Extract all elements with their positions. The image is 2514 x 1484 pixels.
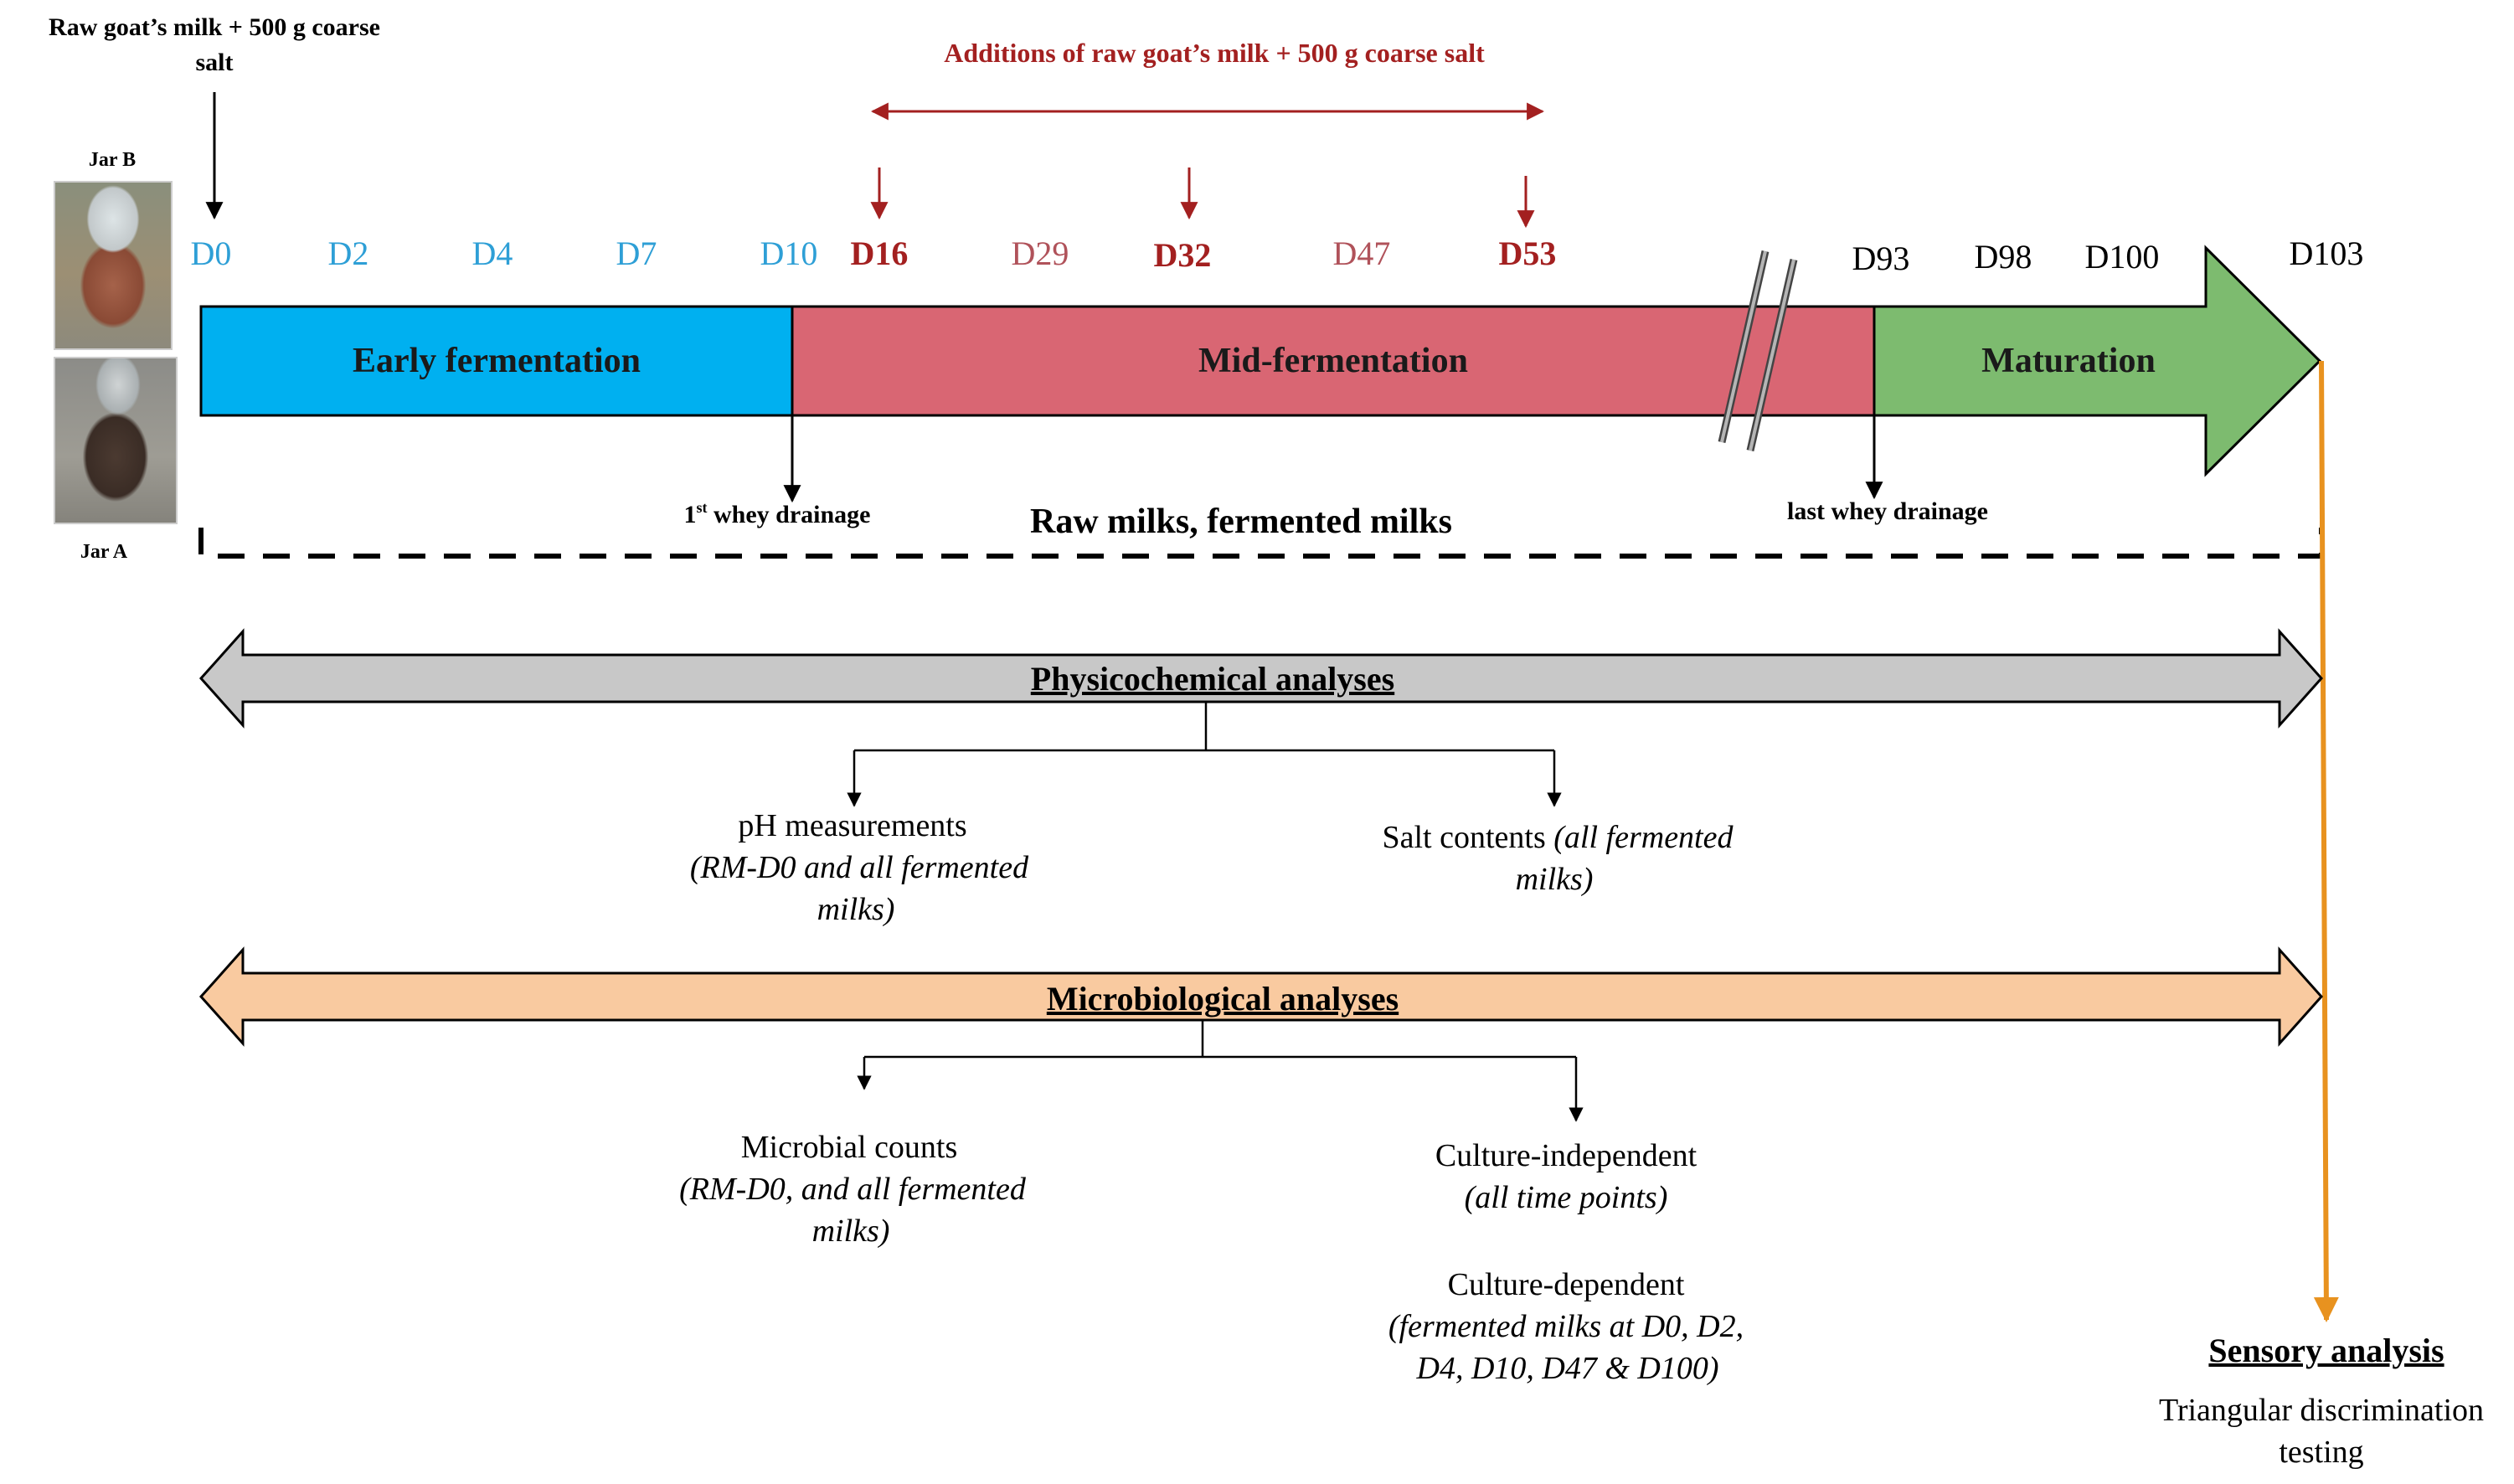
ph-measurements-detail-line1: (RM-D0 and all fermented [690,850,1029,885]
first-whey-drainage-label: 1st whey drainage [684,499,871,528]
day-label-d2: D2 [328,234,369,272]
microbiological-branch [857,1020,1584,1122]
jar-b-label: Jar B [89,149,136,171]
ph-measurements-detail-line2: milks) [817,892,895,927]
top-left-label-line1: Raw goat’s milk + 500 g coarse [49,13,380,41]
mid-fermentation-bar [791,305,1876,417]
samples-bracket [198,528,2324,559]
microbial-counts-detail-line1: (RM-D0, and all fermented [679,1172,1027,1207]
jar-a-label: Jar A [80,541,128,563]
jar-b-photo [54,181,173,350]
sensory-analysis-title: Sensory analysis [2208,1332,2444,1369]
maturation-label: Maturation [1981,342,2156,380]
last-whey-drainage-label: last whey drainage [1787,497,1988,525]
early-fermentation-label: Early fermentation [353,342,641,380]
day-label-d98: D98 [1975,238,2032,276]
day-label-d53: D53 [1499,234,1557,272]
day-label-d103: D103 [2290,234,2364,272]
additions-label: Additions of raw goat’s milk + 500 g coa… [944,38,1485,68]
top-left-label-line2: salt [196,49,234,76]
time-break-mark [1718,250,1798,452]
day-label-d32: D32 [1154,236,1212,274]
mid-fermentation-label: Mid-fermentation [1198,342,1468,380]
sensory-analysis-desc-line2: testing [2279,1435,2363,1470]
day-label-d0: D0 [191,234,232,272]
culture-independent-detail: (all time points) [1465,1180,1668,1215]
culture-dependent-detail-line1: (fermented milks at D0, D2, [1388,1309,1744,1344]
microbial-counts-title: Microbial counts [741,1130,958,1165]
physicochemical-branch [847,702,1562,807]
day-label-d4: D4 [472,234,513,272]
day-label-d100: D100 [2085,238,2160,276]
day-label-d7: D7 [616,234,657,272]
day-label-d16: D16 [851,234,909,272]
samples-label: Raw milks, fermented milks [1030,502,1452,541]
microbiological-title: Microbiological analyses [1047,980,1399,1018]
culture-dependent-title: Culture-dependent [1448,1267,1685,1302]
physicochemical-title: Physicochemical analyses [1031,660,1394,698]
day-label-d29: D29 [1012,234,1069,272]
salt-contents-detail: milks) [1516,862,1594,897]
day-label-d10: D10 [760,234,818,272]
early-fermentation-bar [199,305,794,417]
culture-independent-title: Culture-independent [1435,1138,1697,1173]
sensory-arrow [2313,360,2339,1322]
day-label-d47: D47 [1333,234,1391,272]
salt-contents-label: Salt contents (all fermented [1383,820,1734,855]
microbial-counts-detail-line2: milks) [812,1213,890,1249]
maturation-arrow [1873,245,2322,477]
microbiological-arrow [198,946,2324,1047]
culture-dependent-detail-line2: D4, D10, D47 & D100) [1416,1351,1719,1386]
sensory-analysis-desc-line1: Triangular discrimination [2159,1393,2484,1428]
jar-a-photo [54,357,178,524]
ph-measurements-title: pH measurements [738,808,966,843]
day-label-d93: D93 [1852,240,1910,277]
physicochemical-arrow [198,628,2324,729]
